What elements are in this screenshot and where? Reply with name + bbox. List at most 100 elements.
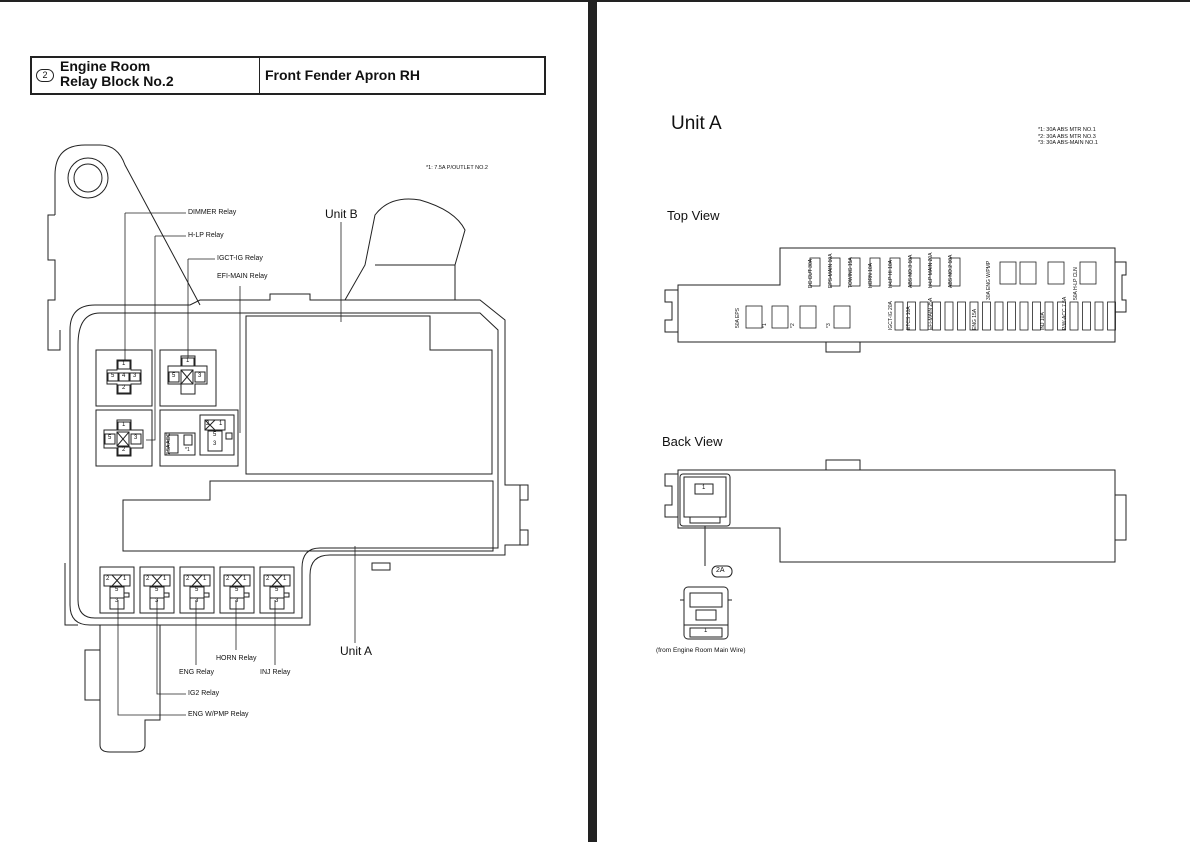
block-title-line2: Relay Block No.2: [60, 73, 174, 89]
fuse-label-lower-right: IGCT-IG 20A: [888, 301, 894, 330]
fuse-slot-upper: [849, 257, 861, 287]
fuse-note-label: *1: [185, 447, 190, 453]
note-2: *2: 30A ABS MTR NO.3: [1038, 133, 1096, 140]
pin-hlp-5: 5: [172, 373, 176, 379]
unit-b-label: Unit B: [325, 207, 358, 221]
fuse-slot-lower-right: [894, 301, 904, 331]
fuse-label-upper: EPS-MAIN 10A: [828, 253, 834, 288]
fuse-slot-large: [1019, 261, 1037, 285]
fuse-slot-lower-right: [944, 301, 954, 331]
top-border-right: [597, 0, 1190, 2]
fuse-slot-lower-left: [799, 305, 817, 329]
bottom-relay-1-pin: 3: [115, 598, 119, 604]
bottom-relay-4-pin: 5: [235, 587, 239, 593]
connector-code: 2A: [716, 567, 725, 574]
bottom-relay-4-pin: 2: [226, 576, 230, 582]
fuse-slot-upper: [909, 257, 921, 287]
block-location: Front Fender Apron RH: [265, 67, 421, 83]
fuse-slot-lower-right: [919, 301, 929, 331]
fuse-slot-upper: [869, 257, 881, 287]
relay-label-eng-wpmp: ENG W/PMP Relay: [188, 711, 249, 718]
top-view-label: Top View: [667, 208, 720, 223]
fuse-slot-lower-right: [1057, 301, 1066, 331]
relay-footprint-efi: [204, 419, 233, 452]
pin-dimmer-5: 5: [111, 373, 115, 379]
fuse-label-lower-right: ETCS 10A: [906, 306, 912, 330]
relay-label-igct-ig: IGCT-IG Relay: [217, 255, 263, 262]
fuse-label-upper: TOWING 15A: [848, 257, 854, 288]
block-number-badge: 2: [36, 69, 54, 82]
fuse-label-upper: HORN 10A: [868, 262, 874, 288]
left-footnote: *1: 7.5A P/OUTLET NO.2: [426, 165, 488, 171]
bottom-relay-2-pin: 5: [155, 587, 159, 593]
fuse-label-lower-right: ENG 15A: [972, 308, 978, 330]
connector-pin-label: 1: [704, 628, 708, 634]
fuse-label-lower-left: 50A EPS: [735, 307, 741, 328]
fuse-slot-lower-right: [994, 301, 1004, 331]
back-connector-pin: 1: [702, 485, 706, 491]
relay-footprint-hlp: [167, 355, 208, 395]
fuse-slot-upper: [829, 257, 841, 287]
fuse-slot-lower-right: [1007, 301, 1016, 331]
fuse-slot-upper: [949, 257, 961, 287]
pin-igct-2: 2: [122, 447, 126, 453]
fuse-slot-large: [1047, 261, 1065, 285]
fuse-label-upper: H-LP MAIN 20A: [928, 252, 934, 288]
pin-hlp-1: 1: [186, 358, 190, 364]
relay-label-eng: ENG Relay: [179, 669, 215, 676]
fuse-slot-lower-right: [969, 301, 979, 331]
header-title-cell: 2 Engine Room Relay Block No.2: [32, 58, 260, 93]
bottom-relay-1: [99, 566, 135, 614]
fuse-slot-lower-right: [1107, 301, 1116, 331]
pin-dimmer-4: 4: [122, 373, 126, 379]
fuse-label-upper-right: 30A ENG W/PMP: [986, 260, 992, 300]
fuse-acc-label: 7.5A ACC: [166, 433, 172, 455]
fuse-label-lower-left: *2: [790, 323, 796, 328]
bottom-relay-1-pin: 2: [106, 576, 110, 582]
relay-footprint-igct: [103, 419, 144, 457]
bottom-relay-4-pin: 3: [235, 598, 239, 604]
fuse-label-lower-right: INJ 10A: [1040, 312, 1046, 330]
relay-label-ig2: IG2 Relay: [188, 690, 220, 697]
back-view-label: Back View: [662, 434, 723, 449]
bottom-relay-3-pin: 2: [186, 576, 190, 582]
pin-efi-5: 5: [213, 432, 217, 438]
pin-dimmer-1: 1: [122, 361, 126, 367]
relay-block-diagram: [47, 144, 529, 753]
fuse-label-upper: ABS NO.2 10A: [948, 254, 954, 288]
fuse-slot-upper: [809, 257, 821, 287]
bottom-relay-5-pin: 5: [275, 587, 279, 593]
fuse-slot-lower-right: [1019, 301, 1029, 331]
relay-label-hlp: H-LP Relay: [188, 232, 224, 239]
fuse-slot-lower-left: [833, 305, 851, 329]
unit-a-notes: *1: 30A ABS MTR NO.1 *2: 30A ABS MTR NO.…: [1038, 127, 1098, 147]
fuse-slot-lower-right: [957, 301, 966, 331]
fuse-slot-lower-right: [982, 301, 991, 331]
bottom-relay-2-pin: 2: [146, 576, 150, 582]
pin-igct-3: 3: [134, 435, 138, 441]
bottom-relay-1-pin: 1: [123, 576, 127, 582]
bottom-relay-4: [219, 566, 255, 614]
note-3: *3: 30A ABS-MAIN NO.1: [1038, 140, 1098, 146]
fuse-slot-lower-right: [1032, 301, 1041, 331]
bottom-relay-3-pin: 5: [195, 587, 199, 593]
fuse-slot-upper: [929, 257, 941, 287]
fuse-slot-lower-left: [771, 305, 789, 329]
header-table: 2 Engine Room Relay Block No.2 Front Fen…: [30, 56, 546, 95]
fuse-label-lower-left: *1: [762, 323, 768, 328]
block-title-line1: Engine Room: [60, 58, 151, 74]
pin-dimmer-3: 3: [133, 373, 137, 379]
relay-label-inj: INJ Relay: [260, 669, 291, 676]
bottom-relay-3: [179, 566, 215, 614]
pin-hlp-3: 3: [198, 373, 202, 379]
fuse-label-lower-right: P/W-ACC 7.5A: [1062, 296, 1068, 330]
bottom-relay-1-pin: 5: [115, 587, 119, 593]
relay-label-horn: HORN Relay: [216, 655, 257, 662]
fuse-slot-lower-right: [1044, 301, 1054, 331]
bottom-relay-5-pin: 2: [266, 576, 270, 582]
relay-label-efi-main: EFI-MAIN Relay: [217, 273, 268, 280]
bottom-relay-5-pin: 1: [283, 576, 287, 582]
page-divider: [588, 0, 597, 842]
fuse-slot-large: [1079, 261, 1097, 285]
fuse-label-lower-right: EFI-MAIN 25A: [928, 297, 934, 330]
